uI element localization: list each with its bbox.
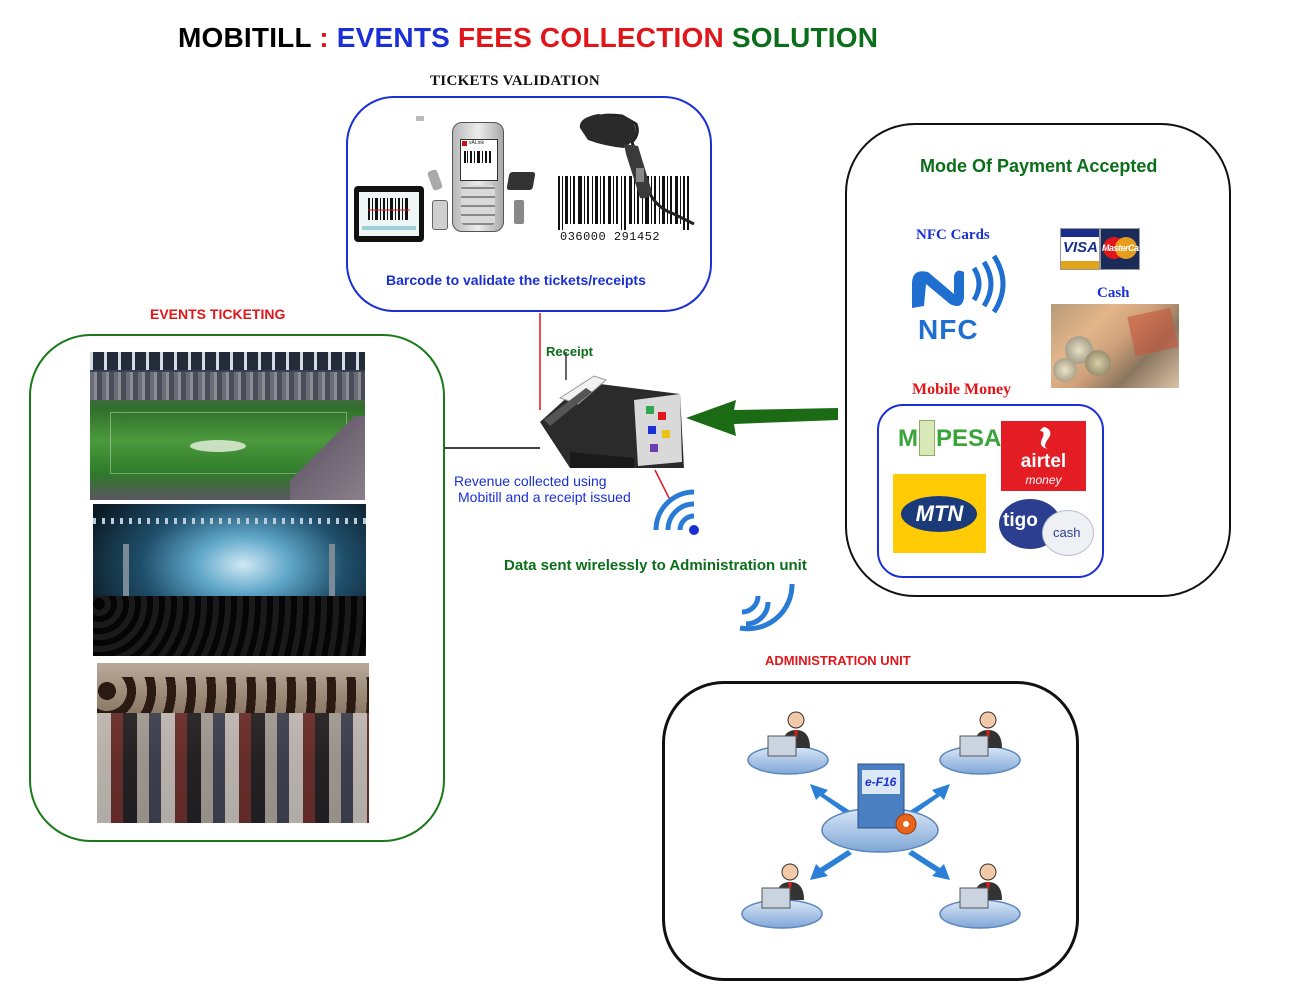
tigo-cash-bubble: cash xyxy=(1042,510,1094,556)
mobile-money-label: Mobile Money xyxy=(912,381,1012,398)
phone-brand-text: vALink xyxy=(469,140,485,146)
wifi-icon xyxy=(653,489,699,535)
nfc-label: NFC Cards xyxy=(916,227,990,243)
ticketing-heading: EVENTS TICKETING xyxy=(150,306,286,322)
airtel-money-logo: airtel money xyxy=(1001,421,1086,491)
validation-heading: TICKETS VALIDATION xyxy=(430,73,601,89)
title-mobitill: MOBITILL xyxy=(178,22,312,53)
payment-heading: Mode Of Payment Accepted xyxy=(920,156,1158,176)
server-label-text: e-F16 xyxy=(865,775,897,789)
revenue-line1: Revenue collected using xyxy=(454,473,607,489)
stadium-photo xyxy=(90,352,365,500)
title-events: EVENTS xyxy=(336,22,451,53)
mini-phone-2 xyxy=(432,200,448,230)
barcode-number: 036000 291452 xyxy=(560,230,661,244)
title-colon: : xyxy=(319,22,329,53)
mini-phone-4 xyxy=(514,200,524,224)
admin-network-diagram: e-F16 xyxy=(741,711,1021,929)
admin-heading: ADMINISTRATION UNIT xyxy=(765,653,911,668)
mastercard-icon: MasterCard xyxy=(1100,228,1140,270)
queue-photo xyxy=(97,663,369,823)
title-fees: FEES COLLECTION xyxy=(458,22,724,53)
cash-photo xyxy=(1051,304,1179,388)
pos-device-icon xyxy=(540,375,684,468)
mini-item xyxy=(416,116,424,121)
payment-arrow-icon xyxy=(686,400,838,436)
nfc-logo-text: NFC xyxy=(918,314,979,345)
ticketing-panel xyxy=(29,334,445,842)
mtn-logo: MTN xyxy=(893,474,986,553)
revenue-line2: Mobitill and a receipt issued xyxy=(458,489,631,505)
admin-panel xyxy=(662,681,1079,981)
concert-photo xyxy=(93,504,366,656)
wifi-signal-icon xyxy=(739,583,795,632)
revenue-caption: Revenue collected using Mobitill and a r… xyxy=(454,473,631,505)
wireless-caption: Data sent wirelessly to Administration u… xyxy=(504,557,807,574)
barcode-card xyxy=(354,186,424,242)
page-title: MOBITILL : EVENTS FEES COLLECTION SOLUTI… xyxy=(178,22,878,54)
receipt-label: Receipt xyxy=(546,344,593,359)
mobile-phone: vALink xyxy=(452,122,504,232)
payment-panel xyxy=(845,123,1231,597)
validation-caption: Barcode to validate the tickets/receipts xyxy=(386,272,646,288)
cash-label: Cash xyxy=(1097,285,1130,301)
barcode-scanner-icon xyxy=(579,113,695,226)
mobile-money-panel xyxy=(877,404,1104,578)
nfc-icon xyxy=(912,254,1006,314)
barcode xyxy=(558,176,689,230)
mini-phone-3 xyxy=(506,172,536,190)
visa-card-icon: VISA xyxy=(1060,228,1100,270)
mini-phone-1 xyxy=(426,168,444,192)
title-solution: SOLUTION xyxy=(731,22,879,53)
validation-panel: vALink 036000 291452 Barcode to validate… xyxy=(346,96,712,312)
